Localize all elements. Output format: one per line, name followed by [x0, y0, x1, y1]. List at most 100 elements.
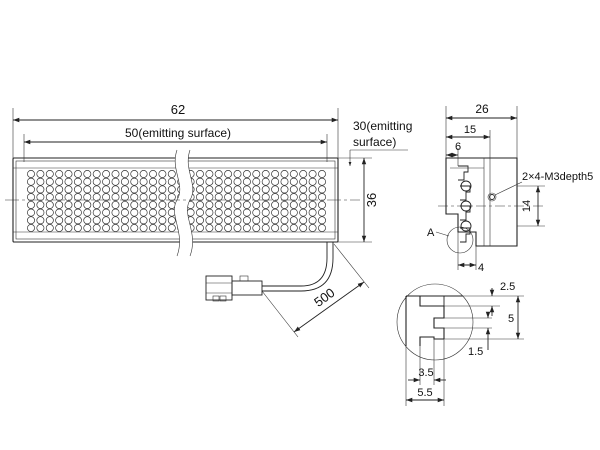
led-dot [83, 224, 92, 232]
led-dot [149, 185, 157, 194]
led-dot [289, 224, 298, 232]
led-dot [280, 216, 289, 225]
led-dot [271, 177, 280, 186]
led-dot [214, 193, 223, 202]
detail-a: 2.5 5 1.5 3.5 5.5 [396, 281, 524, 406]
led-dot [299, 185, 308, 194]
led-dot [299, 224, 308, 232]
connector [205, 275, 263, 302]
led-dot [308, 200, 317, 209]
led-dot [83, 216, 92, 225]
led-dot [280, 200, 289, 209]
led-dot [196, 224, 204, 232]
led-dot [36, 208, 45, 217]
led-dot [55, 170, 64, 178]
led-dot [149, 224, 157, 232]
led-dot [167, 216, 176, 225]
led-dot [214, 208, 223, 217]
led-dot [102, 170, 111, 178]
led-dot [64, 224, 73, 232]
led-dot [205, 193, 214, 202]
led-dot [102, 224, 111, 232]
led-dot [27, 177, 35, 186]
led-dot [289, 177, 298, 186]
led-dot [252, 170, 261, 178]
dim-emitting-width-line1: 30(emitting [353, 119, 412, 133]
led-dot [271, 170, 280, 178]
led-dot [130, 177, 139, 186]
led-dot [27, 216, 35, 225]
led-dot [205, 216, 214, 225]
led-dot [149, 208, 157, 217]
led-dot [73, 224, 82, 232]
led-dot [73, 193, 82, 202]
led-dot [73, 216, 82, 225]
led-dot [64, 200, 73, 209]
led-dot [45, 216, 54, 225]
led-dot [167, 185, 176, 194]
led-dot [111, 200, 120, 209]
led-dot [205, 170, 214, 178]
led-dot [252, 193, 261, 202]
led-dot [308, 208, 317, 217]
led-dot [205, 185, 214, 194]
led-dot [139, 200, 148, 209]
led-dot [318, 193, 326, 202]
led-dot [120, 216, 129, 225]
led-dot [45, 170, 54, 178]
led-dot [224, 177, 233, 186]
led-dot [83, 208, 92, 217]
led-dot [83, 185, 92, 194]
side-housing [445, 157, 518, 247]
led-dot [111, 224, 120, 232]
led-dot [233, 185, 242, 194]
led-dot [261, 177, 270, 186]
led-dot [214, 200, 223, 209]
break-gap [174, 150, 193, 256]
led-dot [196, 200, 204, 209]
led-dot [261, 224, 270, 232]
led-dot [280, 193, 289, 202]
led-dot [120, 185, 129, 194]
led-dot [45, 177, 54, 186]
led-dot [73, 170, 82, 178]
led-dot [289, 193, 298, 202]
led-dot [252, 177, 261, 186]
dim-side-width: 26 [475, 102, 489, 116]
led-dot [205, 200, 214, 209]
led-dot [196, 216, 204, 225]
led-dot [242, 177, 251, 186]
led-dot [196, 208, 204, 217]
led-dot [64, 170, 73, 178]
led-dot [167, 177, 176, 186]
led-dot [167, 193, 176, 202]
dim-emitting-length: 50(emitting surface) [125, 126, 231, 140]
led-dot [308, 185, 317, 194]
led-dot [233, 177, 242, 186]
led-dot [280, 224, 289, 232]
led-dot [64, 177, 73, 186]
led-dot [252, 185, 261, 194]
led-dot [318, 177, 326, 186]
dim-2-5: 2.5 [500, 281, 515, 293]
led-dot [45, 224, 54, 232]
led-dot [252, 216, 261, 225]
led-dot [318, 216, 326, 225]
led-dot [167, 170, 176, 178]
led-dot [83, 177, 92, 186]
led-dot [111, 170, 120, 178]
detail-slot [405, 295, 463, 346]
led-dot [92, 224, 101, 232]
led-dot [271, 200, 280, 209]
led-dot [149, 216, 157, 225]
led-dot [36, 216, 45, 225]
led-dot [102, 185, 111, 194]
led-dot [27, 170, 35, 178]
led-dot [308, 193, 317, 202]
led-dot [92, 170, 101, 178]
led-dot [139, 193, 148, 202]
led-dot [214, 185, 223, 194]
led-dot [27, 193, 35, 202]
led-dot [224, 193, 233, 202]
led-dot [158, 170, 167, 178]
